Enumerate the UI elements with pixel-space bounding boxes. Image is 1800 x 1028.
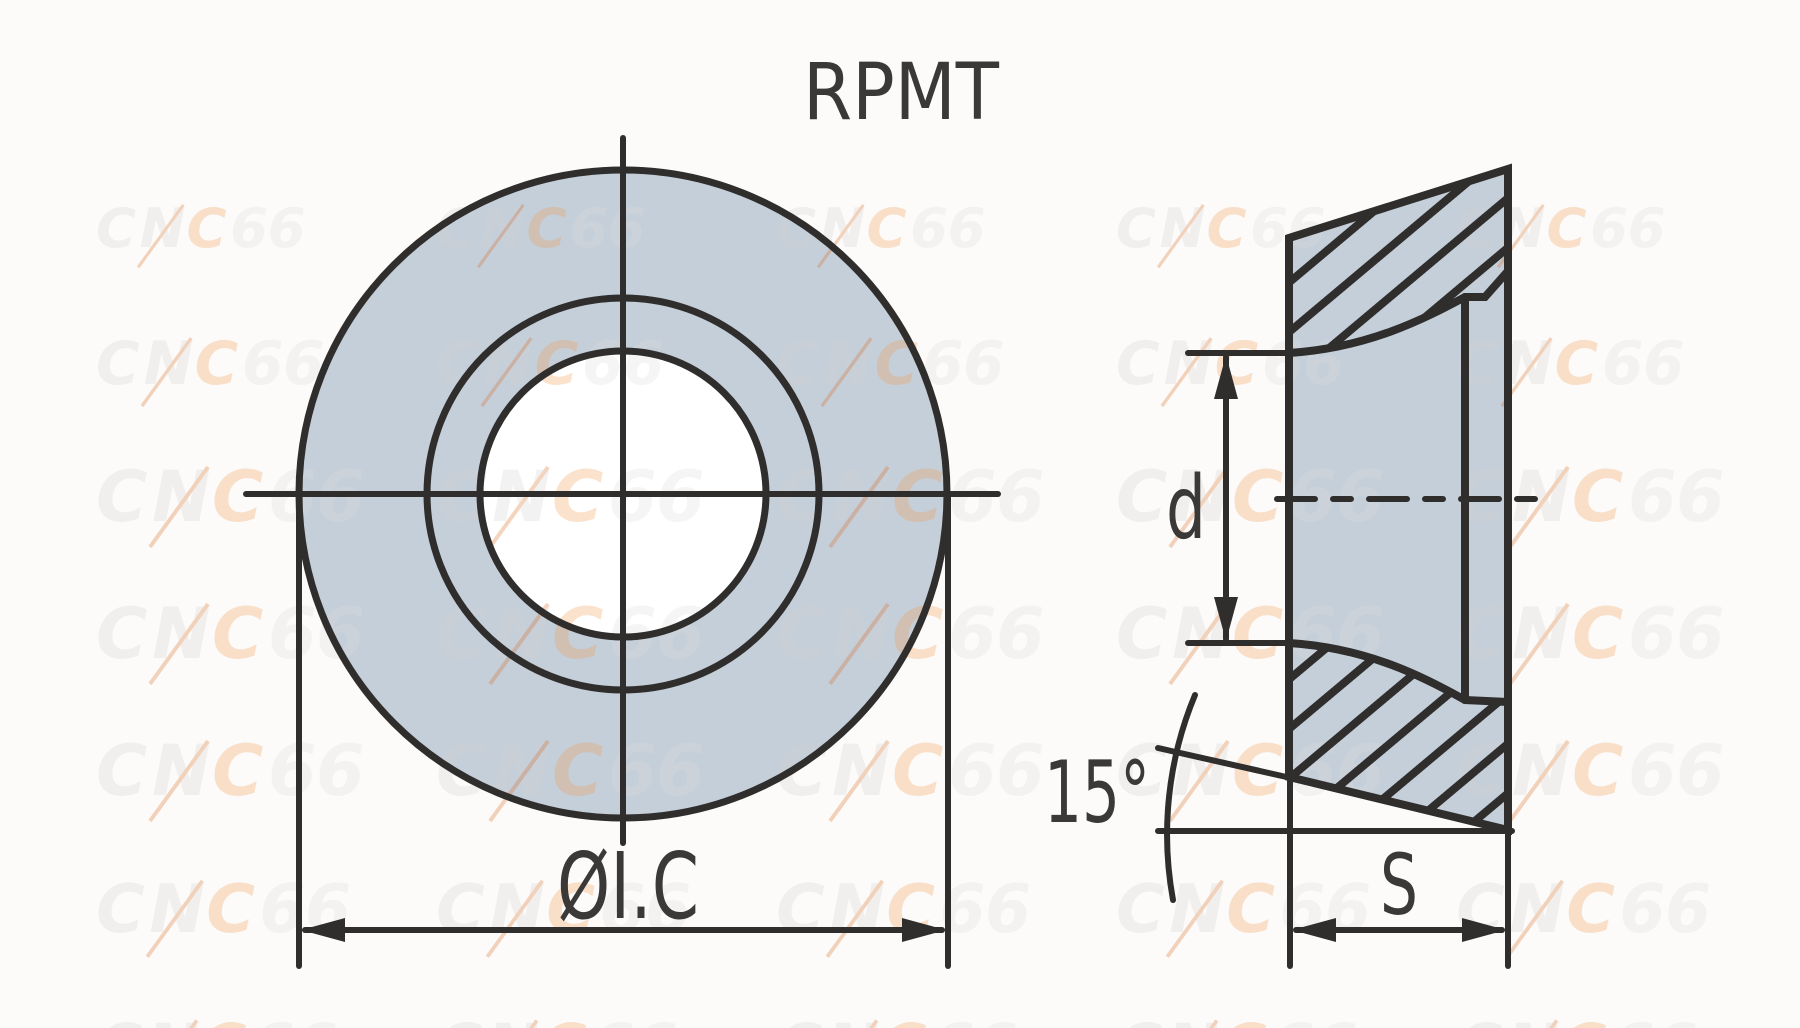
front-view: ØI.C bbox=[243, 135, 1001, 969]
watermark-instance bbox=[774, 328, 1009, 408]
thickness-label: S bbox=[1380, 836, 1418, 934]
watermark-instance bbox=[774, 1009, 1023, 1028]
watermark-instance bbox=[94, 868, 357, 959]
watermark-instance bbox=[94, 728, 370, 823]
watermark-instance bbox=[774, 728, 1050, 823]
d-arrow-up bbox=[1214, 355, 1238, 399]
countersink-profile-bottom bbox=[1285, 639, 1512, 706]
watermark-instance bbox=[94, 591, 370, 686]
strokes-layer: ØI.C d 15° S bbox=[243, 48, 1556, 969]
hole-diameter-label: d bbox=[1166, 457, 1206, 559]
watermark-instance bbox=[94, 194, 310, 269]
watermark-instance bbox=[1114, 868, 1377, 959]
watermark-instance bbox=[434, 1009, 683, 1028]
s-arrow-right bbox=[1462, 918, 1506, 942]
watermark-instance bbox=[94, 454, 370, 549]
clearance-angle-label: 15° bbox=[1044, 743, 1150, 843]
watermark-instance bbox=[434, 591, 710, 686]
angle-arc bbox=[1164, 692, 1198, 903]
watermark-instance bbox=[1454, 1009, 1703, 1028]
top-hatch-band bbox=[1289, 169, 1508, 353]
s-arrow-left bbox=[1292, 918, 1336, 942]
ic-arrow-left bbox=[301, 918, 345, 942]
bottom-hatch-band bbox=[1289, 643, 1508, 830]
page-title: RPMT bbox=[803, 48, 999, 138]
side-view: d 15° S bbox=[1044, 163, 1556, 969]
watermark-instance bbox=[1454, 328, 1689, 408]
ic-diameter-label: ØI.C bbox=[557, 833, 699, 940]
watermark-instance bbox=[434, 728, 710, 823]
ic-arrow-right bbox=[902, 918, 946, 942]
watermark-instance bbox=[1114, 1009, 1363, 1028]
watermark-instance bbox=[1454, 591, 1730, 686]
watermark-instance bbox=[774, 868, 1037, 959]
watermark-instance bbox=[94, 328, 329, 408]
d-arrow-down bbox=[1214, 597, 1238, 641]
angle-slope-extension bbox=[1155, 745, 1294, 781]
watermark-instance bbox=[1454, 868, 1717, 959]
watermark-instance bbox=[94, 1009, 343, 1028]
